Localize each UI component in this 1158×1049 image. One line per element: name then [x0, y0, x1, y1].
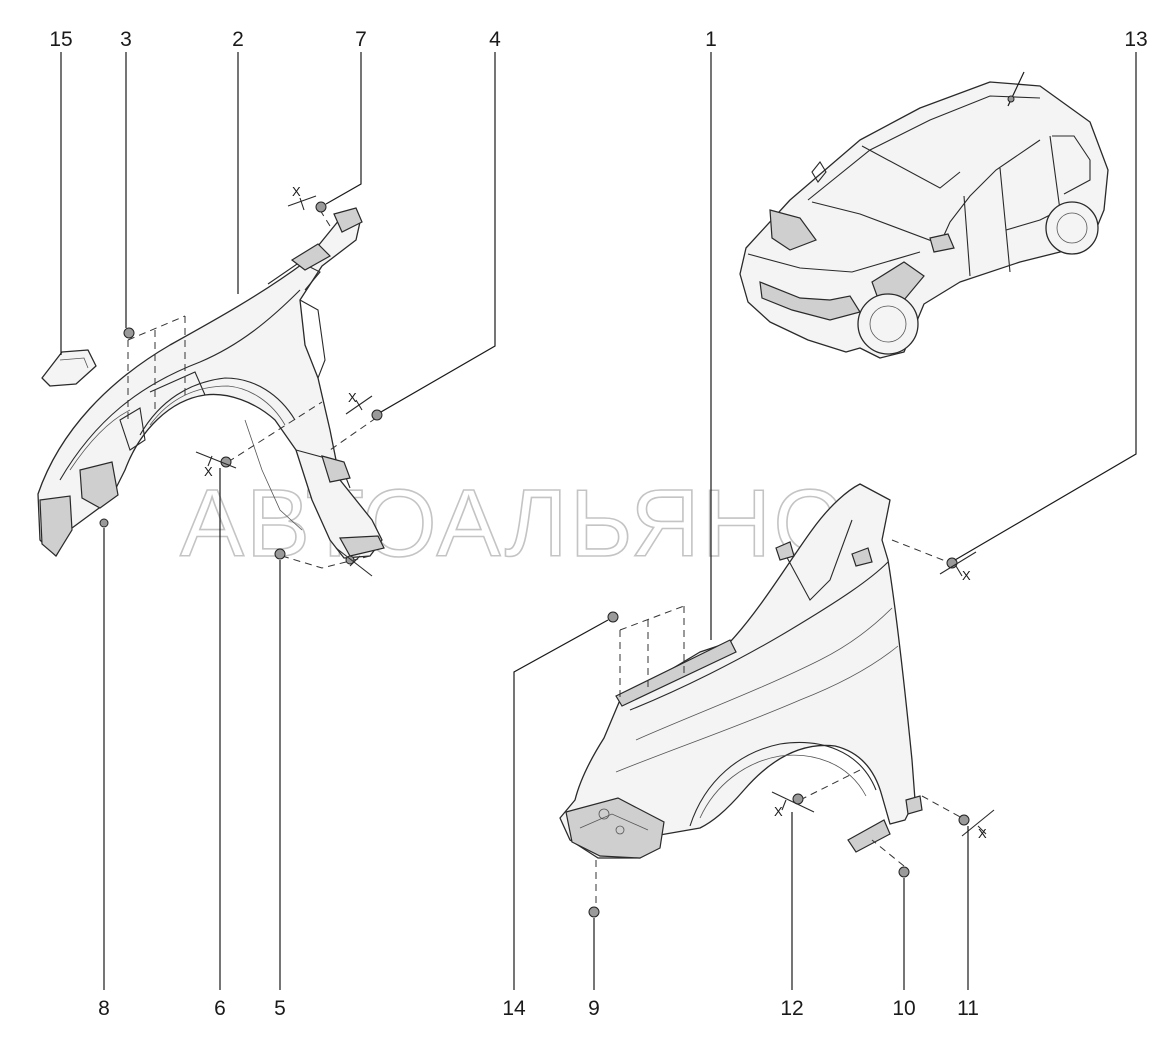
callout-15: 15 — [49, 28, 72, 51]
fastener-part-3 — [123, 327, 135, 339]
vehicle-locator-illustration — [739, 71, 1109, 359]
callout-5: 5 — [274, 997, 286, 1020]
dimension-marker: X — [345, 390, 373, 415]
fastener-part-9 — [588, 906, 600, 918]
callout-14: 14 — [502, 997, 526, 1020]
callout-1: 1 — [705, 28, 717, 51]
callout-10: 10 — [892, 997, 915, 1020]
callout-3: 3 — [120, 28, 132, 51]
fastener-part-5 — [274, 548, 286, 560]
callout-7: 7 — [355, 28, 367, 51]
fastener-part-11 — [958, 814, 970, 826]
callout-13: 13 — [1124, 28, 1147, 51]
callout-4: 4 — [489, 28, 501, 51]
callout-12: 12 — [780, 997, 803, 1020]
callout-2: 2 — [232, 28, 244, 51]
watermark: АВТОАЛЬЯНС — [180, 470, 844, 577]
front-fender — [559, 483, 923, 859]
callout-9: 9 — [588, 997, 600, 1020]
dimension-marker: X — [939, 551, 977, 583]
inner-fender-frame — [37, 207, 385, 559]
svg-text:X: X — [774, 804, 783, 819]
svg-text:X: X — [204, 464, 213, 479]
dimension-marker: X — [195, 451, 237, 479]
bracket-part-15 — [41, 349, 97, 387]
fastener-part-8 — [99, 518, 109, 528]
dimension-marker — [335, 547, 373, 577]
fastener-part-4 — [371, 409, 383, 421]
fastener-part-10 — [898, 866, 910, 878]
svg-text:X: X — [348, 390, 357, 405]
callout-11: 11 — [957, 997, 979, 1020]
svg-text:X: X — [962, 568, 971, 583]
dimension-marker: X — [771, 791, 815, 819]
dimension-marker: X — [961, 809, 995, 841]
svg-text:X: X — [978, 826, 987, 841]
fastener-part-14 — [607, 611, 619, 623]
fastener-part-7 — [315, 201, 327, 213]
dimension-marker: X — [287, 184, 317, 211]
callout-6: 6 — [214, 997, 226, 1020]
svg-text:X: X — [292, 184, 301, 199]
callout-8: 8 — [98, 997, 110, 1020]
